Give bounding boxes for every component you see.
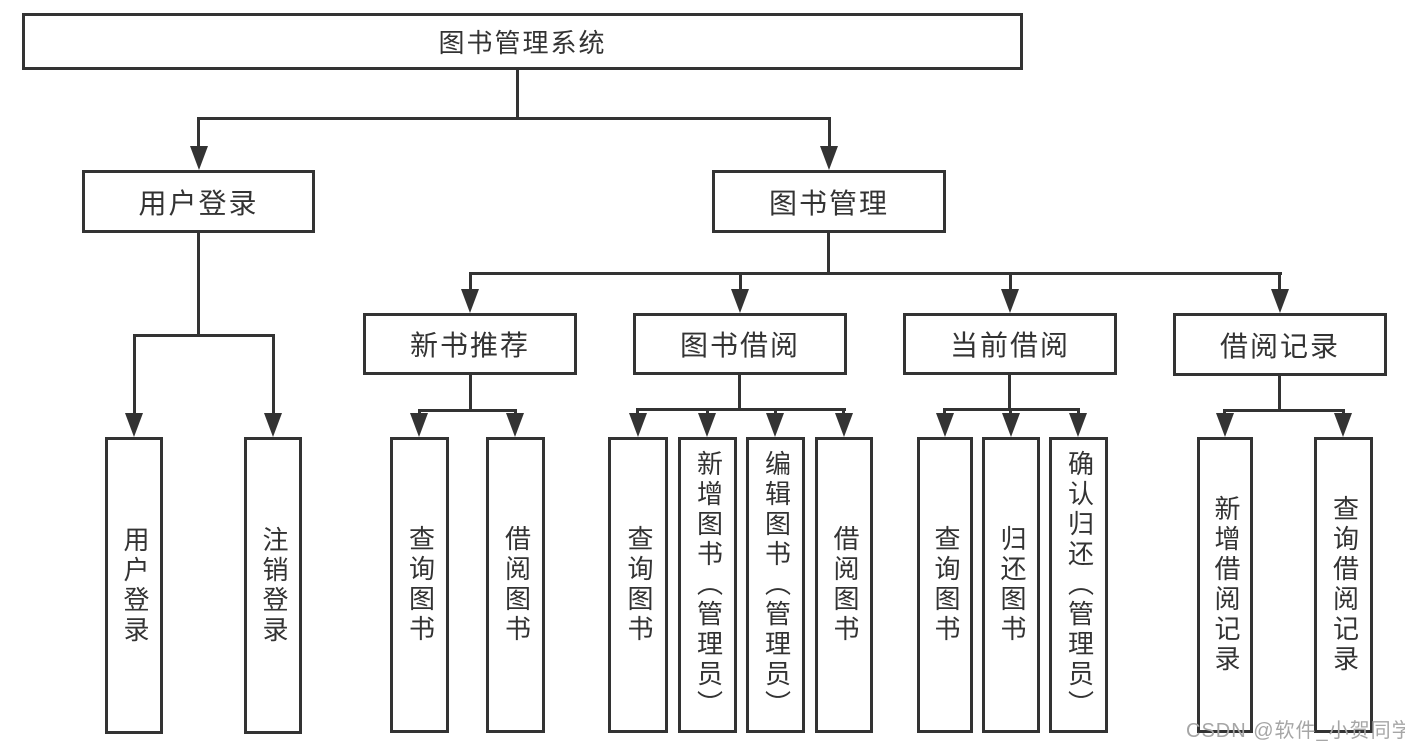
leaf-add-book-admin: 新增图书（管理员） <box>678 437 737 733</box>
node-label: 当前借阅 <box>949 330 1070 361</box>
node-current-borrowing: 当前借阅 <box>903 313 1117 375</box>
csdn-watermark: CSDN @软件_小贺同学 <box>1186 720 1405 742</box>
node-new-book-recommend: 新书推荐 <box>363 313 577 375</box>
arrow-down-icon <box>1069 413 1087 437</box>
node-library-system-root: 图书管理系统 <box>22 13 1023 70</box>
node-user-login: 用户登录 <box>82 170 315 233</box>
arrow-down-icon <box>936 413 954 437</box>
connector-segment <box>1278 275 1281 293</box>
connector-segment <box>133 334 275 337</box>
arrow-down-icon <box>1271 289 1289 313</box>
connector-segment <box>738 375 741 408</box>
leaf-query-books-current: 查询图书 <box>917 437 973 733</box>
leaf-edit-book-admin: 编辑图书（管理员） <box>746 437 805 733</box>
arrow-down-icon <box>1216 413 1234 437</box>
arrow-down-icon <box>698 413 716 437</box>
connector-segment <box>272 337 275 417</box>
connector-segment <box>943 408 1080 411</box>
node-label: 借阅记录 <box>1219 330 1340 362</box>
node-label: 用户登录 <box>138 187 259 219</box>
node-book-borrowing: 图书借阅 <box>633 313 847 375</box>
connector-segment <box>636 408 846 411</box>
leaf-add-borrow-record: 新增借阅记录 <box>1197 437 1253 733</box>
leaf-label: 借阅图书 <box>829 525 860 645</box>
leaf-label: 查询图书 <box>930 525 961 645</box>
leaf-confirm-return-admin: 确认归还（管理员） <box>1049 437 1108 733</box>
leaf-query-borrow-record: 查询借阅记录 <box>1314 437 1373 733</box>
connector-segment <box>469 375 472 409</box>
leaf-user-login: 用户登录 <box>105 437 163 734</box>
arrow-down-icon <box>264 413 282 437</box>
leaf-label: 注销登录 <box>258 525 289 646</box>
leaf-label: 用户登录 <box>119 525 150 646</box>
arrow-down-icon <box>461 289 479 313</box>
leaf-label: 编辑图书（管理员） <box>761 450 792 720</box>
connector-segment <box>418 409 517 412</box>
leaf-logout: 注销登录 <box>244 437 302 734</box>
leaf-return-book: 归还图书 <box>982 437 1040 733</box>
leaf-borrow-books-recommend: 借阅图书 <box>486 437 545 733</box>
node-book-management: 图书管理 <box>712 170 946 233</box>
leaf-query-books-borrowing: 查询图书 <box>608 437 668 733</box>
arrow-down-icon <box>190 146 208 170</box>
leaf-label: 新增图书（管理员） <box>693 450 724 720</box>
arrow-down-icon <box>731 289 749 313</box>
node-label: 新书推荐 <box>409 330 530 361</box>
leaf-label: 查询图书 <box>405 525 436 645</box>
leaf-label: 查询图书 <box>623 525 654 645</box>
connector-segment <box>827 233 830 272</box>
connector-segment <box>739 275 742 293</box>
connector-segment <box>469 272 1282 275</box>
connector-segment <box>1008 375 1011 408</box>
arrow-down-icon <box>1002 413 1020 437</box>
leaf-borrow-books: 借阅图书 <box>815 437 873 733</box>
arrow-down-icon <box>1334 413 1352 437</box>
leaf-query-books-recommend: 查询图书 <box>390 437 449 733</box>
leaf-label: 借阅图书 <box>501 525 532 645</box>
node-label: 图书管理系统 <box>438 28 607 58</box>
arrow-down-icon <box>125 413 143 437</box>
connector-segment <box>197 233 200 334</box>
arrow-down-icon <box>1001 289 1019 313</box>
connector-segment <box>828 120 831 150</box>
connector-segment <box>197 117 831 120</box>
node-borrowing-records: 借阅记录 <box>1173 313 1387 376</box>
node-label: 图书借阅 <box>679 330 800 361</box>
connector-segment <box>1278 376 1281 409</box>
leaf-label: 查询借阅记录 <box>1329 495 1360 675</box>
connector-segment <box>1223 409 1345 412</box>
arrow-down-icon <box>629 413 647 437</box>
leaf-label: 确认归还（管理员） <box>1064 450 1095 720</box>
node-label: 图书管理 <box>768 187 889 219</box>
leaf-label: 新增借阅记录 <box>1210 495 1241 675</box>
arrow-down-icon <box>410 413 428 437</box>
arrow-down-icon <box>506 413 524 437</box>
arrow-down-icon <box>835 413 853 437</box>
leaf-label: 归还图书 <box>996 525 1027 645</box>
arrow-down-icon <box>766 413 784 437</box>
arrow-down-icon <box>820 146 838 170</box>
connector-segment <box>469 275 472 293</box>
connector-segment <box>1009 275 1012 293</box>
connector-segment <box>516 70 519 117</box>
connector-segment <box>197 120 200 150</box>
connector-segment <box>133 337 136 417</box>
